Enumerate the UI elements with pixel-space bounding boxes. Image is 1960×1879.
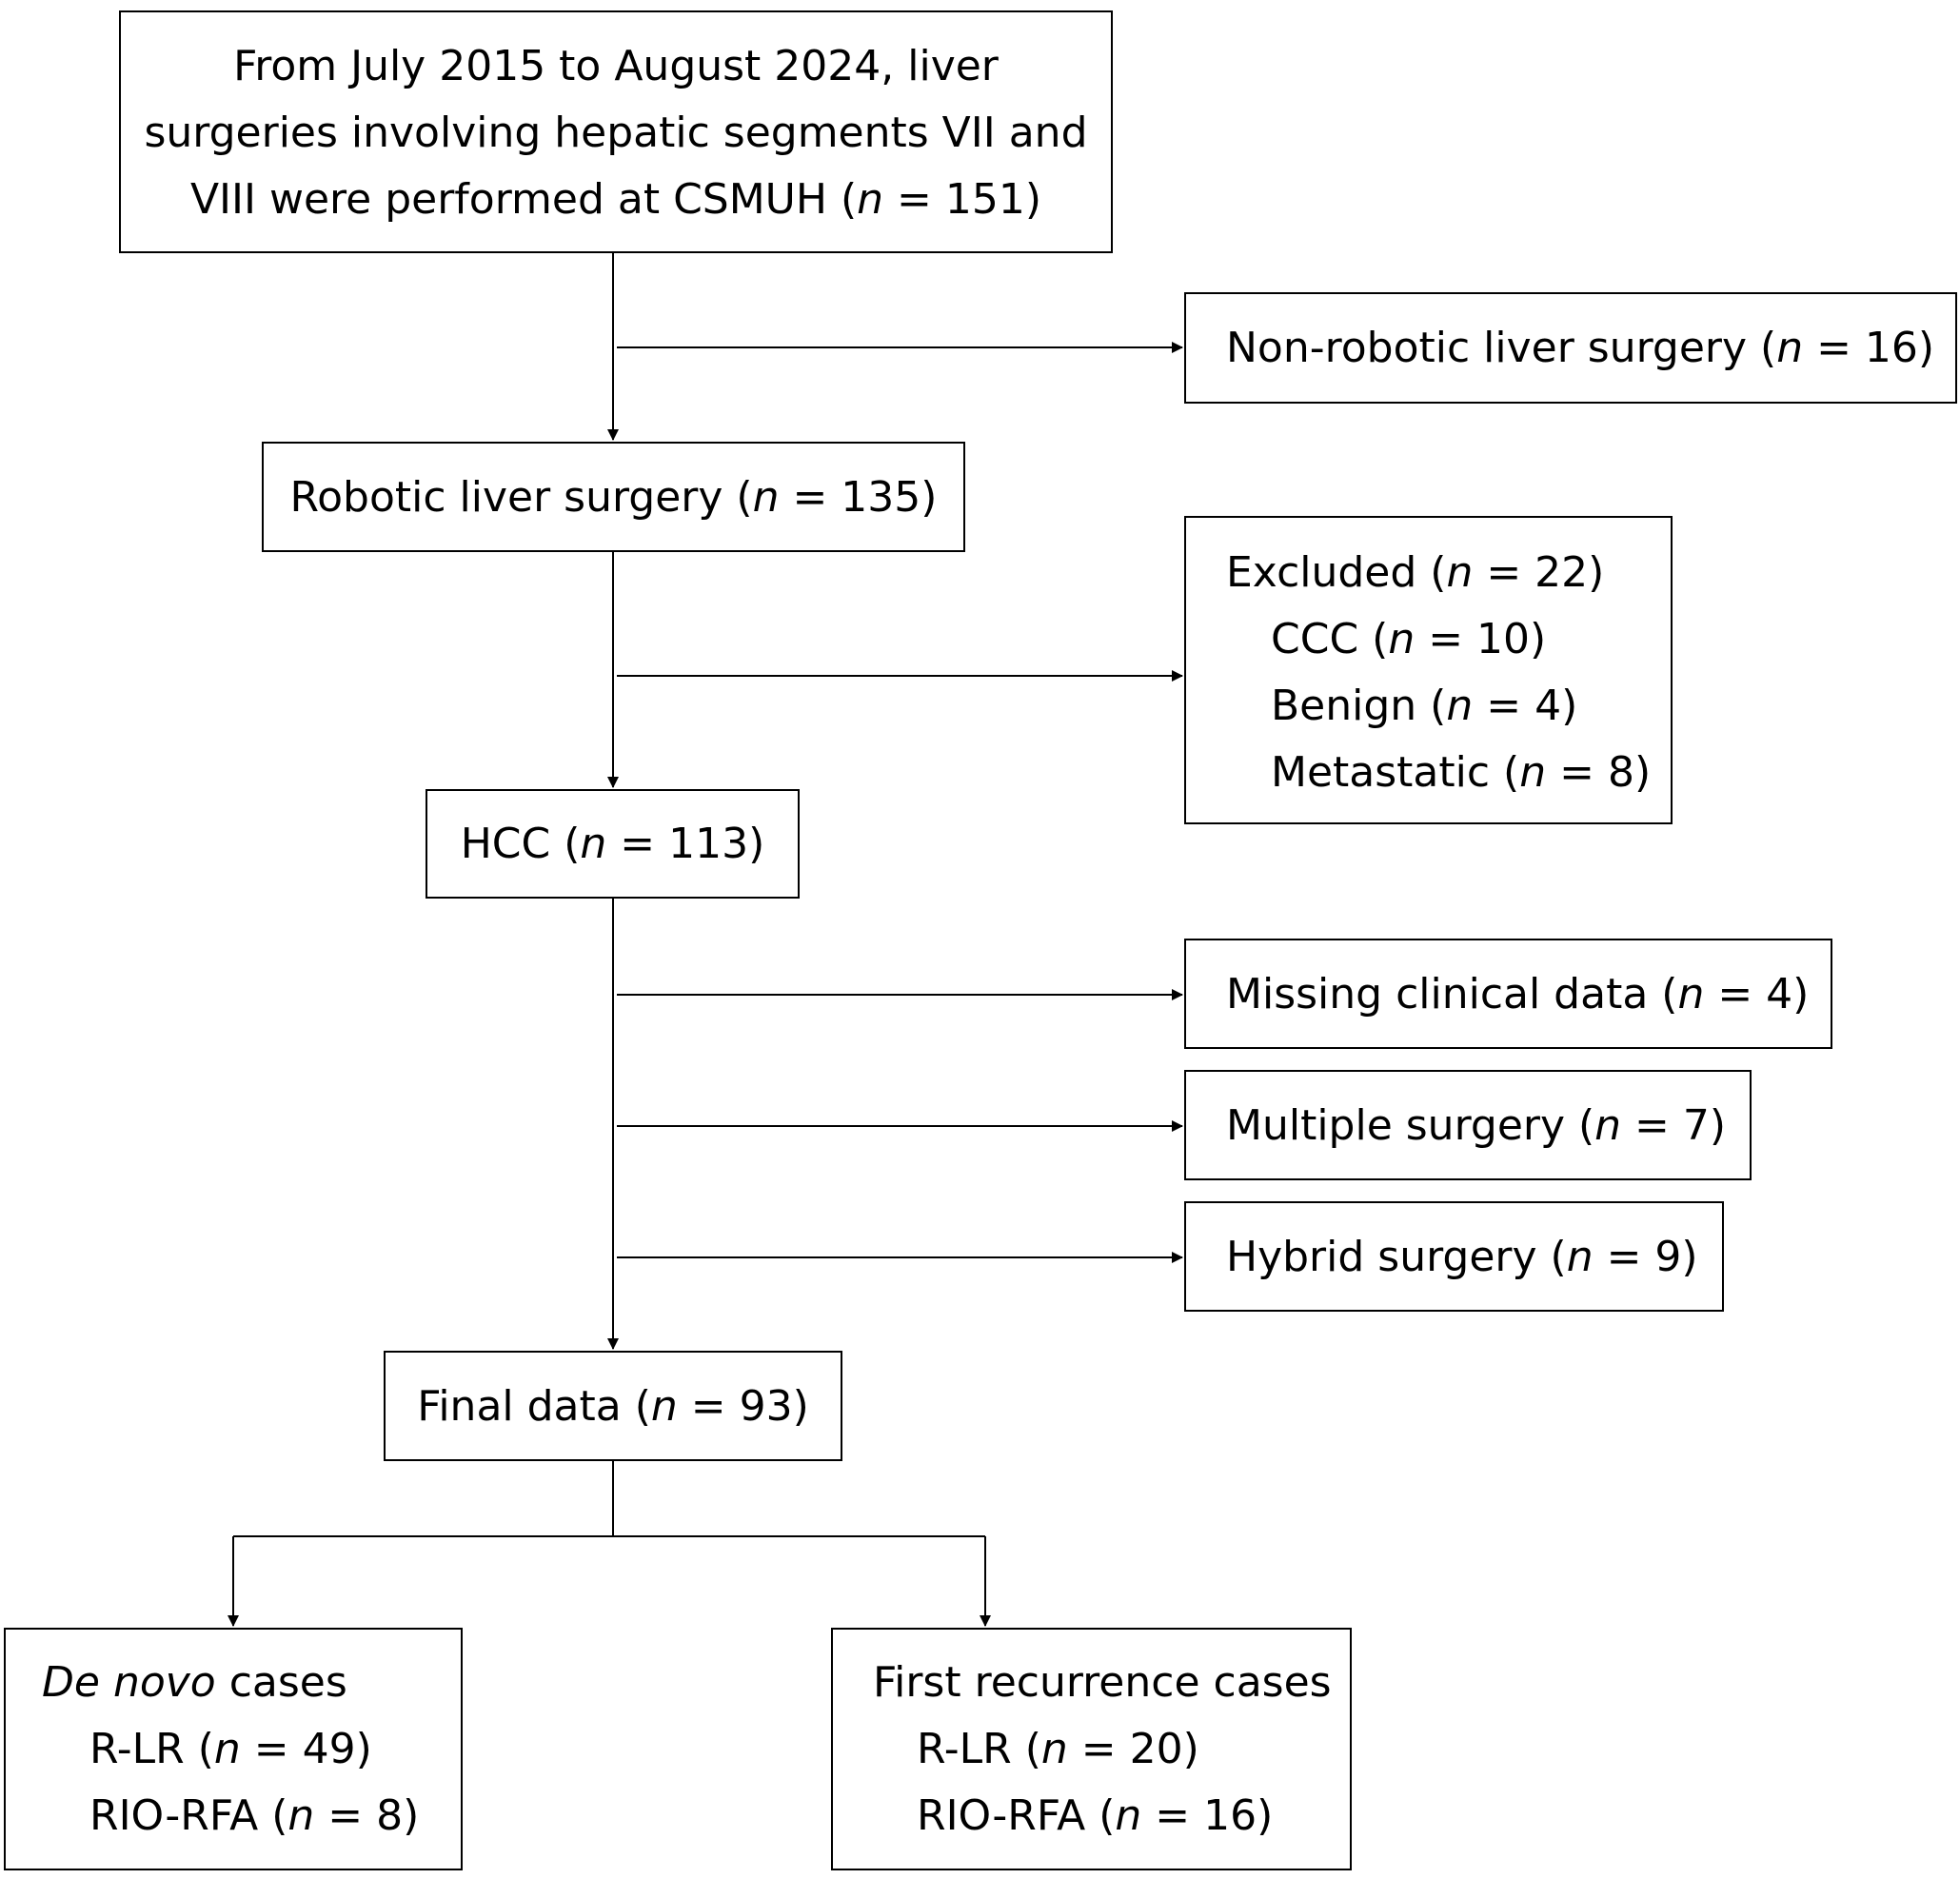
excluded-box: Excluded (n = 22) CCC (n = 10) Benign (n…	[1184, 516, 1673, 824]
denovo-item-rlr: R-LR (n = 49)	[89, 1725, 372, 1773]
missing-box: Missing clinical data (n = 4)	[1184, 939, 1832, 1049]
hcc-label: HCC (n = 113)	[460, 820, 765, 868]
start-line-2: surgeries involving hepatic segments VII…	[144, 109, 1088, 157]
nonrobotic-label: Non-robotic liver surgery (n = 16)	[1226, 324, 1935, 372]
denovo-box: De novo cases R-LR (n = 49) RIO-RFA (n =…	[4, 1628, 463, 1870]
final-label: Final data (n = 93)	[417, 1382, 809, 1431]
recurrence-item-riorfa: RIO-RFA (n = 16)	[917, 1791, 1274, 1840]
excluded-item-benign: Benign (n = 4)	[1271, 682, 1578, 730]
excluded-head: Excluded (n = 22)	[1226, 548, 1605, 597]
excluded-item-metastatic: Metastatic (n = 8)	[1271, 748, 1652, 797]
robotic-label: Robotic liver surgery (n = 135)	[289, 473, 938, 522]
recurrence-box: First recurrence cases R-LR (n = 20) RIO…	[831, 1628, 1352, 1870]
excluded-item-ccc: CCC (n = 10)	[1271, 615, 1547, 663]
denovo-item-riorfa: RIO-RFA (n = 8)	[89, 1791, 420, 1840]
hybrid-box: Hybrid surgery (n = 9)	[1184, 1201, 1724, 1312]
recurrence-item-rlr: R-LR (n = 20)	[917, 1725, 1199, 1773]
denovo-title: De novo cases	[42, 1658, 347, 1707]
missing-label: Missing clinical data (n = 4)	[1226, 970, 1810, 1019]
robotic-box: Robotic liver surgery (n = 135)	[262, 442, 965, 552]
start-line-1: From July 2015 to August 2024, liver	[233, 42, 999, 90]
multiple-box: Multiple surgery (n = 7)	[1184, 1070, 1752, 1180]
multiple-label: Multiple surgery (n = 7)	[1226, 1101, 1727, 1150]
hcc-box: HCC (n = 113)	[426, 789, 800, 899]
start-line-3: VIII were performed at CSMUH (n = 151)	[189, 175, 1042, 224]
hybrid-label: Hybrid surgery (n = 9)	[1226, 1233, 1698, 1281]
start-box: From July 2015 to August 2024, liver sur…	[119, 10, 1113, 253]
nonrobotic-box: Non-robotic liver surgery (n = 16)	[1184, 292, 1957, 404]
final-box: Final data (n = 93)	[384, 1351, 842, 1461]
recurrence-title: First recurrence cases	[873, 1658, 1332, 1707]
